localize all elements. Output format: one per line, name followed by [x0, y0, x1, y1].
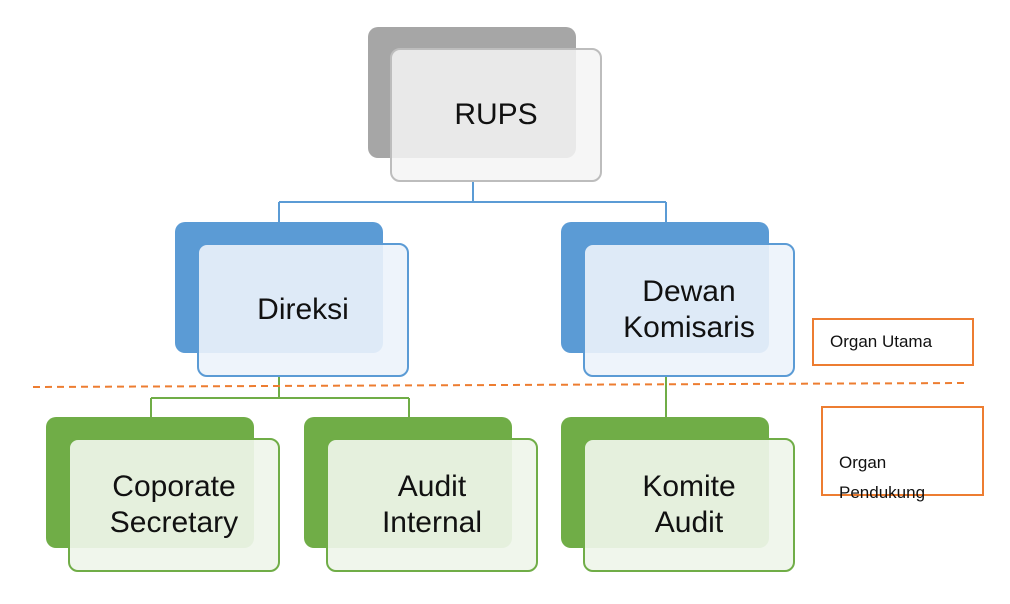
- node-corporate-secretary-box: Coporate Secretary: [68, 438, 280, 572]
- legend-organ-utama: Organ Utama: [812, 318, 974, 366]
- node-direksi-label: Direksi: [257, 293, 349, 326]
- node-direksi: Direksi: [175, 222, 409, 377]
- connector-rups: [278, 182, 667, 222]
- legend-organ-pendukung-label: Organ Pendukung: [839, 452, 926, 502]
- node-komite-audit: Komite Audit: [561, 417, 795, 572]
- node-corporate-secretary: Coporate Secretary: [46, 417, 280, 572]
- node-dewan-komisaris: Dewan Komisaris: [561, 222, 795, 377]
- node-audit-internal: Audit Internal: [304, 417, 538, 572]
- legend-organ-pendukung: Organ Pendukung: [821, 406, 984, 502]
- node-rups: RUPS: [368, 27, 602, 182]
- node-dewan-komisaris-box: Dewan Komisaris: [583, 243, 795, 377]
- node-komite-audit-label: Komite Audit: [642, 470, 736, 539]
- node-rups-box: RUPS: [390, 48, 602, 182]
- node-direksi-box: Direksi: [197, 243, 409, 377]
- connector-direksi: [150, 376, 410, 417]
- legend-organ-utama-label: Organ Utama: [830, 332, 933, 352]
- node-dewan-komisaris-label: Dewan Komisaris: [623, 275, 755, 344]
- divider-line: [32, 382, 966, 388]
- node-rups-label: RUPS: [454, 98, 538, 131]
- node-audit-internal-box: Audit Internal: [326, 438, 538, 572]
- node-corporate-secretary-label: Coporate Secretary: [109, 470, 239, 539]
- node-audit-internal-label: Audit Internal: [381, 470, 483, 539]
- node-komite-audit-box: Komite Audit: [583, 438, 795, 572]
